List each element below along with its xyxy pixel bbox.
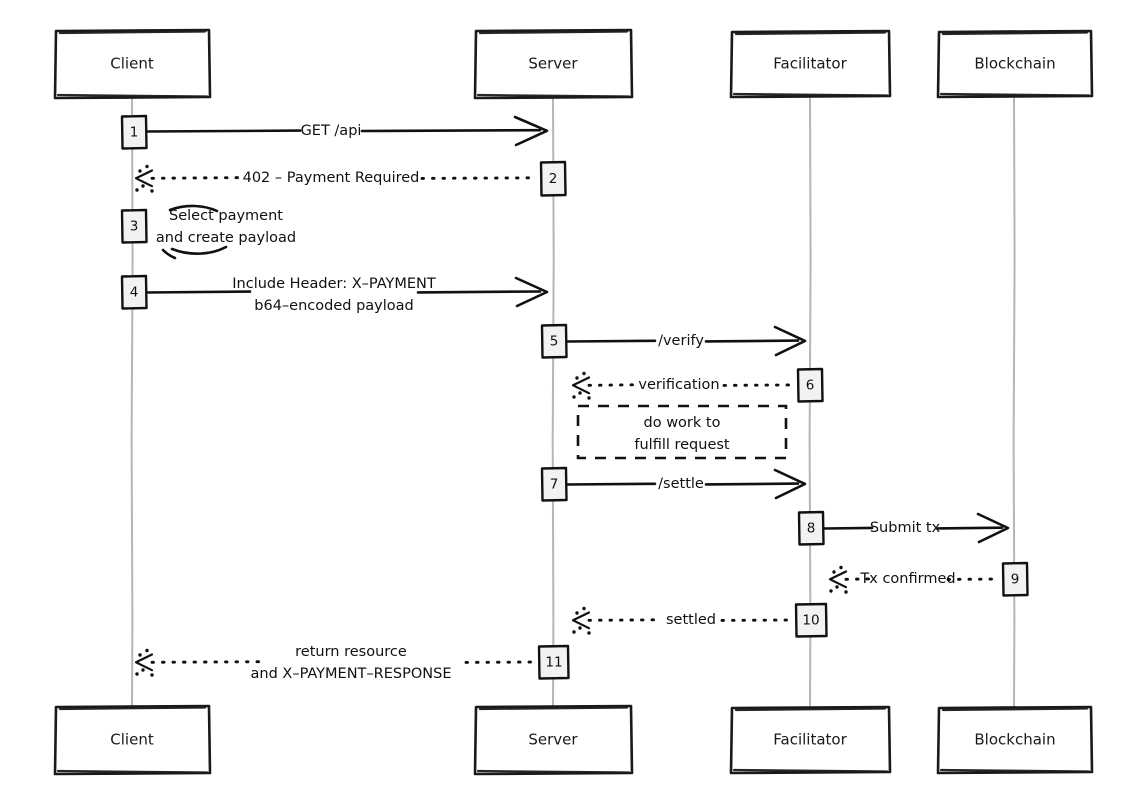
step-marker-2-number: 2 [549, 171, 558, 187]
actor-boxes-top: Client Server Facilitator Blockchain [53, 28, 1094, 100]
step-marker-5[interactable]: 5 [540, 323, 568, 359]
step-marker-1[interactable]: 1 [120, 114, 148, 150]
message-10[interactable]: settled 10 [571, 602, 828, 638]
actor-label-client-top: Client [110, 55, 154, 73]
message-2-label: 402 – Payment Required [243, 170, 420, 186]
message-11-label-line-2: and X–PAYMENT–RESPONSE [251, 666, 452, 682]
message-6[interactable]: verification 6 [571, 367, 824, 403]
actor-blockchain-top[interactable]: Blockchain [936, 29, 1094, 99]
step-marker-7[interactable]: 7 [540, 466, 568, 502]
actor-label-client-bottom: Client [110, 731, 154, 749]
step-marker-1-number: 1 [130, 125, 139, 141]
step-marker-4-number: 4 [130, 285, 139, 301]
step-marker-6[interactable]: 6 [796, 367, 824, 403]
note-do-work-border [576, 404, 788, 460]
actor-label-blockchain-bottom: Blockchain [974, 731, 1055, 749]
actor-facilitator-top[interactable]: Facilitator [729, 29, 892, 99]
message-6-label: verification [638, 377, 719, 393]
note-do-work-line-2: fulfill request [634, 437, 730, 453]
actor-label-server-top: Server [528, 55, 578, 73]
actor-server-top[interactable]: Server [473, 28, 634, 100]
message-1[interactable]: GET /api 1 [120, 114, 549, 150]
message-3-label-line-2: and create payload [156, 230, 296, 246]
step-marker-9[interactable]: 9 [1001, 561, 1029, 597]
lifeline-facilitator [808, 97, 812, 707]
actor-label-blockchain-top: Blockchain [974, 55, 1055, 73]
step-marker-8[interactable]: 8 [797, 510, 825, 546]
message-5[interactable]: /verify 5 [540, 323, 807, 359]
message-7-label: /settle [658, 476, 704, 492]
step-marker-9-number: 9 [1011, 572, 1020, 588]
message-7[interactable]: /settle 7 [540, 466, 807, 502]
step-marker-3[interactable]: 3 [120, 208, 148, 244]
message-11-label-line-1: return resource [295, 644, 407, 660]
actor-blockchain-bottom[interactable]: Blockchain [936, 705, 1094, 775]
message-3-label-line-1: Select payment [169, 208, 283, 224]
note-do-work-line-1: do work to [644, 415, 721, 431]
actor-client-top[interactable]: Client [53, 28, 212, 100]
lifelines [130, 97, 1016, 707]
step-marker-10-number: 10 [802, 613, 819, 629]
step-marker-11-number: 11 [545, 655, 562, 671]
step-marker-7-number: 7 [550, 477, 559, 493]
message-11[interactable]: return resource and X–PAYMENT–RESPONSE 1… [134, 644, 570, 682]
actor-facilitator-bottom[interactable]: Facilitator [729, 705, 892, 775]
step-marker-5-number: 5 [550, 334, 559, 350]
message-9-label: Tx confirmed [859, 571, 955, 587]
actor-server-bottom[interactable]: Server [473, 704, 634, 776]
actor-boxes-bottom: Client Server Facilitator Blockchain [53, 704, 1094, 776]
lifeline-client [130, 97, 134, 707]
message-4-label-line-1: Include Header: X–PAYMENT [232, 276, 436, 292]
message-5-label: /verify [658, 333, 704, 349]
actor-client-bottom[interactable]: Client [53, 704, 212, 776]
note-do-work[interactable]: do work to fulfill request [576, 404, 788, 460]
message-1-label: GET /api [301, 123, 362, 139]
step-marker-10[interactable]: 10 [794, 602, 828, 638]
message-4-label-line-2: b64–encoded payload [254, 298, 413, 314]
step-marker-6-number: 6 [806, 378, 815, 394]
message-8-label: Submit tx [870, 520, 941, 536]
message-3[interactable]: Select payment and create payload 3 [120, 204, 296, 260]
step-marker-4[interactable]: 4 [120, 274, 148, 310]
message-9[interactable]: Tx confirmed 9 [828, 561, 1029, 597]
step-marker-11[interactable]: 11 [537, 644, 570, 680]
message-4[interactable]: Include Header: X–PAYMENT b64–encoded pa… [120, 274, 549, 314]
actor-label-server-bottom: Server [528, 731, 578, 749]
actor-label-facilitator-bottom: Facilitator [773, 731, 847, 749]
step-marker-3-number: 3 [130, 219, 139, 235]
step-marker-2[interactable]: 2 [539, 160, 567, 197]
step-marker-8-number: 8 [807, 521, 816, 537]
message-10-label: settled [666, 612, 716, 628]
message-2[interactable]: 402 – Payment Required 2 [134, 160, 567, 197]
message-8[interactable]: Submit tx 8 [797, 510, 1010, 546]
actor-label-facilitator-top: Facilitator [773, 55, 847, 73]
lifeline-blockchain [1012, 97, 1016, 707]
